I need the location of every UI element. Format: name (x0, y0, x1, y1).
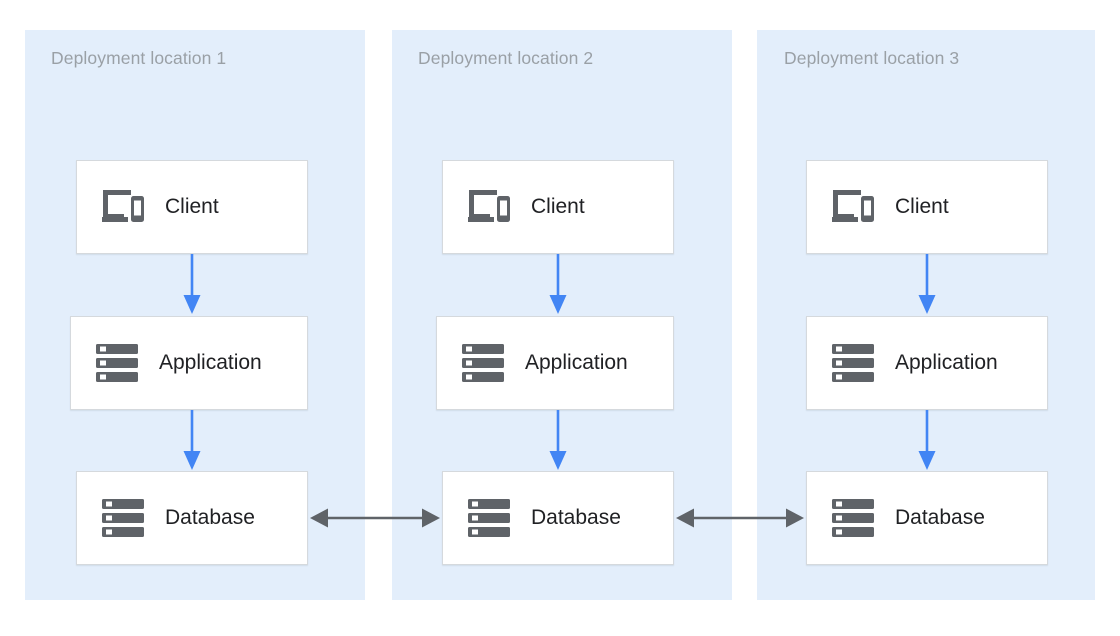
devices-icon (99, 185, 147, 229)
panel-label-location-1: Deployment location 1 (51, 48, 227, 68)
node-application-2[interactable]: Application (436, 316, 674, 410)
node-label-application-2: Application (525, 351, 628, 374)
server-icon (829, 496, 877, 540)
node-label-client-3: Client (895, 195, 949, 218)
devices-icon (829, 185, 877, 229)
server-icon (459, 341, 507, 385)
node-database-3[interactable]: Database (806, 471, 1048, 565)
server-icon (829, 341, 877, 385)
node-client-3[interactable]: Client (806, 160, 1048, 254)
server-icon (465, 496, 513, 540)
arrow-client-3-to-application-3 (915, 254, 939, 316)
panel-label-location-2: Deployment location 2 (418, 48, 594, 68)
server-icon (99, 496, 147, 540)
node-label-database-2: Database (531, 506, 621, 529)
server-icon (93, 341, 141, 385)
node-label-database-3: Database (895, 506, 985, 529)
node-label-database-1: Database (165, 506, 255, 529)
node-client-1[interactable]: Client (76, 160, 308, 254)
arrow-client-1-to-application-1 (180, 254, 204, 316)
arrow-application-3-to-database-3 (915, 410, 939, 472)
node-application-3[interactable]: Application (806, 316, 1048, 410)
node-label-application-3: Application (895, 351, 998, 374)
node-database-1[interactable]: Database (76, 471, 308, 565)
node-application-1[interactable]: Application (70, 316, 308, 410)
arrow-client-2-to-application-2 (546, 254, 570, 316)
arrow-database-2-to-database-3 (674, 504, 806, 532)
node-label-client-1: Client (165, 195, 219, 218)
panel-label-location-3: Deployment location 3 (784, 48, 960, 68)
devices-icon (465, 185, 513, 229)
arrow-application-2-to-database-2 (546, 410, 570, 472)
arrow-application-1-to-database-1 (180, 410, 204, 472)
arrow-database-1-to-database-2 (308, 504, 442, 532)
node-label-application-1: Application (159, 351, 262, 374)
node-client-2[interactable]: Client (442, 160, 674, 254)
node-database-2[interactable]: Database (442, 471, 674, 565)
node-label-client-2: Client (531, 195, 585, 218)
